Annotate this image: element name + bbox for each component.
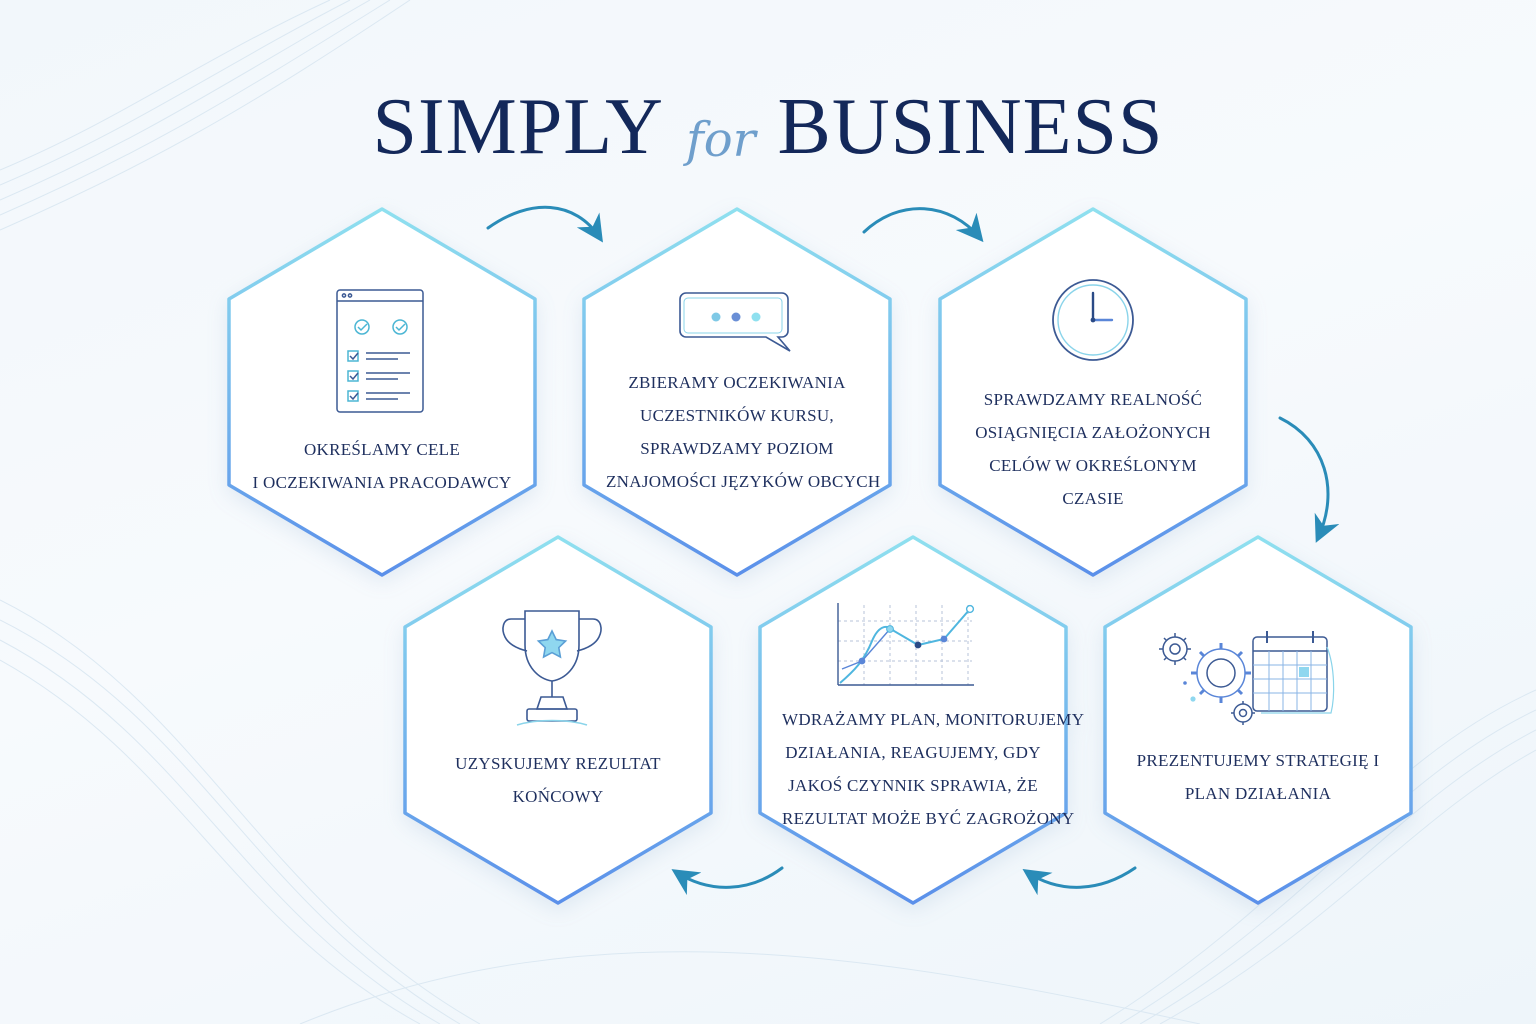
step-1-line: i oczekiwania pracodawcy [252,473,512,492]
trophy-icon [497,605,607,735]
arrow-step5-to-step6 [671,866,784,896]
step-1-text: Określamy cele i oczekiwania pracodawcy [251,433,513,499]
step-6-text: Uzyskujemy rezultat końcowy [427,747,689,813]
title-business: BUSINESS [777,83,1164,171]
arrow-step4-to-step5 [1022,866,1137,896]
step-5-line: Wdrażamy plan, monitorujemy [782,710,1085,729]
arrow-step3-to-step4 [1278,416,1340,543]
step-5-card: Wdrażamy plan, monitorujemy działania, r… [752,531,1085,909]
step-4-card: Prezentujemy strategię i plan działania [1097,531,1419,909]
step-5-line: rezultat może być zagrożony [782,809,1075,828]
step-6-card: Uzyskujemy rezultat końcowy [397,531,719,909]
step-2-card: Zbieramy oczekiwania uczestników kursu, … [576,203,898,581]
step-4-line: plan działania [1184,784,1332,803]
step-2-line: sprawdzamy poziom [640,439,834,458]
step-1-card: Określamy cele i oczekiwania pracodawcy [221,203,543,581]
step-3-line: czasie [1062,489,1124,508]
title-simply: SIMPLY [372,83,664,171]
checklist-document-icon [334,287,426,419]
step-3-text: Sprawdzamy realność osiągnięcia założony… [962,383,1224,515]
arrow-step2-to-step3 [862,207,984,243]
title-for: for [685,111,756,168]
step-2-line: uczestników kursu, [640,406,834,425]
step-5-line: działania, reagujemy, gdy [785,743,1041,762]
step-3-line: celów w określonym [989,456,1197,475]
gears-calendar-icon [1155,627,1337,731]
step-2-line: znajomości języków obcych [606,472,881,491]
step-5-text: Wdrażamy plan, monitorujemy działania, r… [782,703,1085,835]
step-2-text: Zbieramy oczekiwania uczestników kursu, … [606,366,881,498]
step-3-line: osiągnięcia założonych [975,423,1211,442]
step-1-line: Określamy cele [303,440,461,459]
step-2-line: Zbieramy oczekiwania [628,373,846,392]
arrow-step1-to-step2 [486,205,603,243]
step-3-line: Sprawdzamy realność [983,390,1203,409]
clock-icon [1050,277,1136,367]
step-3-card: Sprawdzamy realność osiągnięcia założony… [932,203,1254,581]
chat-bubble-icon [678,289,794,363]
step-6-line: Uzyskujemy rezultat [455,754,661,773]
step-5-line: jakoś czynnik sprawia, że [788,776,1038,795]
step-6-line: końcowy [512,787,604,806]
step-4-line: Prezentujemy strategię i [1136,751,1380,770]
line-chart-icon [834,601,976,697]
step-4-text: Prezentujemy strategię i plan działania [1127,744,1389,810]
page-title: SIMPLY for BUSINESS [0,82,1536,182]
